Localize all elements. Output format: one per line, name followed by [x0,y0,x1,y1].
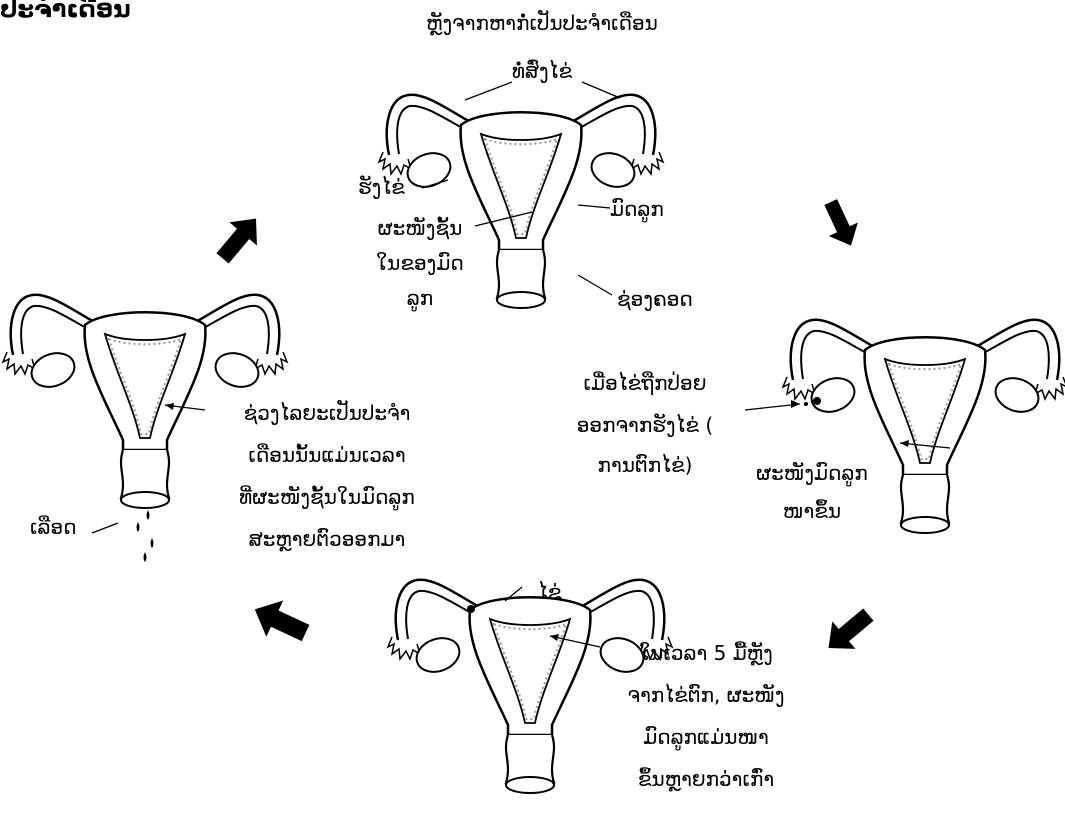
page-title: ປະຈຳເດືອນ [0,0,131,27]
bottom-five-days-line3: ມົດລູກແມ່ນໜາ [596,722,816,752]
top-heading-line1: ຫຼັງຈາກຫາກໍ່ເປັນປະຈຳເດືອນ [392,8,692,38]
top-heading-tube-label: ທໍ່ສົ່ງໄຂ່ [492,56,592,86]
right-thickening-line1: ຜະໜັງມົດລູກ [717,458,907,488]
left-menstruation-line2: ເດືອນນັ້ນແມ່ນເວລາ [202,440,452,470]
cycle-arrow-top-left [209,207,270,270]
right-thickening-line2: ໜາຂຶ້ນ [717,496,907,526]
bottom-five-days-line1: ໃນເວລາ 5 ມື້ຫຼັງ [596,638,816,668]
top-lining-line2: ໃນຂອງມົດ [360,248,480,278]
top-lining-line1: ຜະໜັງຊັ້ນ [360,213,480,243]
top-ovary-label: ຮັງໄຂ່ [358,172,405,202]
cycle-arrow-bottom-left [246,591,314,651]
left-blood-label: ເລືອດ [30,512,77,542]
bottom-five-days-line4: ຂຶ້ນຫຼາຍກວ່າເກົ່າ [596,764,816,794]
top-uterus-label: ມົດລູກ [610,194,664,224]
right-ovulation-line2: ອອກຈາກຮັງໄຂ່ ( [545,410,745,440]
left-menstruation-line4: ສະຫຼາຍຕົວອອກມາ [202,524,452,554]
blood-drops [137,510,154,562]
bottom-five-days-line2: ຈາກໄຂ່ຕົກ, ຜະໜັງ [596,680,816,710]
top-vagina-label: ຊ່ອງຄອດ [617,284,693,314]
cycle-arrow-top-right [816,195,865,252]
top-lining-line3: ລູກ [360,283,480,313]
egg-in-tube [467,605,475,613]
left-menstruation-line3: ທີ່ຜະໜັງຊັ້ນໃນມົດລູກ [202,482,452,512]
right-ovulation-line3: ການຕົກໄຂ່) [545,450,745,480]
cycle-arrow-bottom-right [817,601,880,662]
bottom-egg-label: ໄຂ່ [538,577,562,607]
released-egg [813,397,821,405]
right-ovulation-line1: ເມື່ອໄຂ່ຖືກປ່ອຍ [545,368,745,398]
left-menstruation-line1: ຊ່ວງໄລຍະເປັນປະຈຳ [202,398,452,428]
